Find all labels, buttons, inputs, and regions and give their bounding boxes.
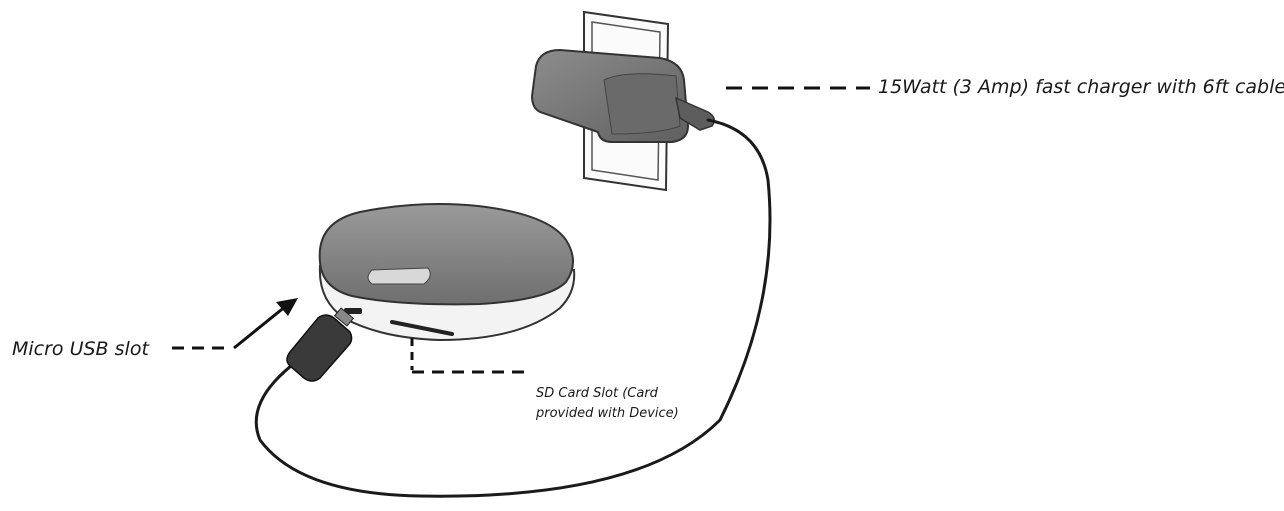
sd-card-label: SD Card Slot (Card provided with Device) bbox=[536, 384, 726, 424]
sd-leader-line bbox=[410, 338, 532, 374]
usb-plug bbox=[286, 307, 355, 382]
charging-cable bbox=[254, 118, 772, 498]
sd-card-label-line-2: provided with Device) bbox=[536, 406, 679, 421]
charger-adapter bbox=[530, 48, 715, 143]
charger-label: 15Watt (3 Amp) fast charger with 6ft cab… bbox=[878, 76, 1284, 98]
insert-arrow bbox=[233, 298, 298, 350]
sd-card-label-line-1: SD Card Slot (Card bbox=[536, 386, 658, 401]
micro-usb-label: Micro USB slot bbox=[12, 338, 149, 360]
device-hub bbox=[318, 203, 576, 342]
